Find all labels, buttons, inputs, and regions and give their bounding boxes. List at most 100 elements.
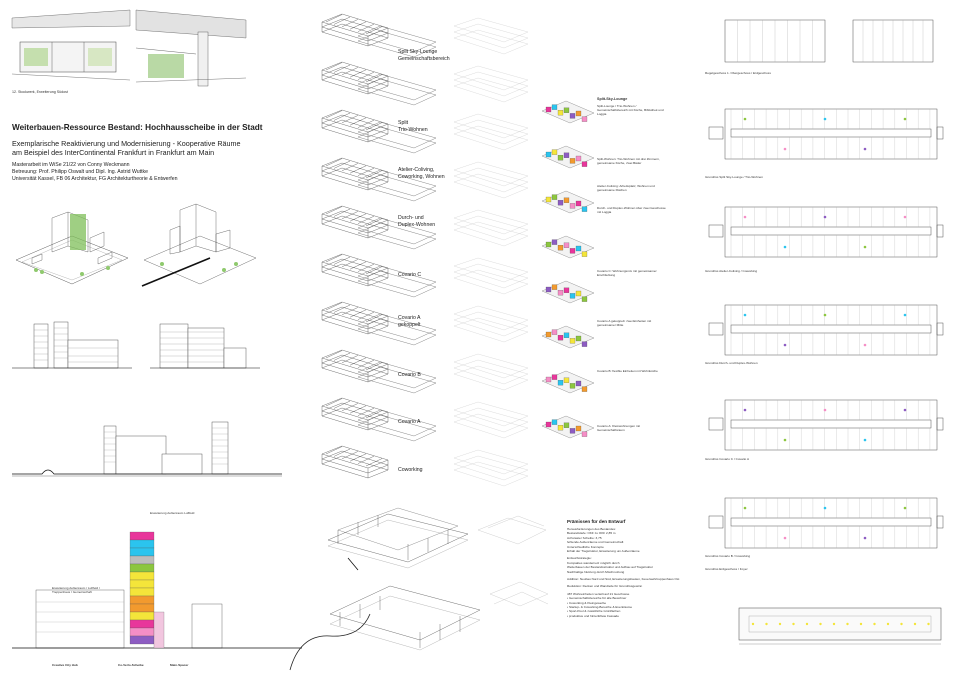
plan-marker [873,622,876,626]
plan-marker [913,622,917,626]
program-bar [129,587,155,597]
site-axonometric-existing [12,200,132,290]
site-section [12,418,282,480]
plan-marker [846,622,849,626]
principles-line: • produktive und hinterlüftete Fassade [567,613,619,618]
ghost-slab [453,257,529,295]
color-typology-axo [541,235,595,259]
meta-line-1: Masterarbeit im WiSe 21/22 von Conny Wec… [12,162,130,168]
ghost-slab [453,449,529,487]
structure-axonometric-bottom [289,574,550,674]
plan-marker [859,622,863,626]
principles-line: Kompaktes wandernetz möglich durch [567,560,620,565]
program-bar [129,579,155,589]
structure-axonometric-top [318,500,548,572]
typology-label-line1: Durch- und [398,215,424,221]
program-bar [129,619,155,629]
typology-slab-secondary [357,217,437,250]
typology-label-line2: Duplex-Wohnen [398,221,436,228]
typology-slab [321,349,389,383]
typology-slab [321,157,389,191]
principles-line: Achsraster Scheibe: 3,75 [567,535,602,540]
perspective-sketch-left [11,8,131,86]
ghost-slab [453,305,529,343]
typology-slab [321,109,389,143]
section-label-right: Main-Spacer [170,663,189,667]
typology-stack [318,13,538,504]
top-caption: 12. Stockwerk, Erweiterung Südost [12,90,68,94]
plan-caption: Grundriss Split Sky-Lounge / Trio-Wohnen [705,175,763,179]
principles-heading: Prämissen für den Entwurf [567,519,626,524]
typology-slab [321,301,389,335]
program-bar [129,555,155,565]
subtitle-line-1: Exemplarische Reaktivierung und Modernis… [12,139,241,148]
color-typology-axo [541,145,595,169]
principles-line: • Coworking & Kleingewerbe [567,600,607,605]
typology-label-line2: gekoppelt [398,321,421,328]
principles-line: Bestandstiefe: OKF zu OKF 2,85 m [567,531,616,536]
typology-slab [321,61,389,95]
plan-caption: Regelgeschoss 1. Obergeschoss / Erdgesch… [705,71,771,75]
typology-label-line1: Covario A [398,315,421,321]
color-typology-axo [541,100,595,124]
program-bar-title: Erweiterung Außenraum Luftfeld [150,511,195,515]
floor-plan [705,16,945,78]
ghost-slab [453,353,529,391]
principles-line: Nachhaltige Nutzung durch Mischnutzung [567,569,625,574]
ghost-typology-stack [448,14,534,504]
principles-line: Entwurfsstrategie: [567,556,592,561]
plan-marker [778,622,782,626]
typology-slab-secondary [357,73,437,106]
plan-marker [792,622,795,626]
bottom-long-plan [735,604,945,648]
typology-slab [321,253,389,287]
typology-description: Durch- und Duplex-Wohnen über zwei Gesch… [597,206,666,214]
plan-marker [832,622,836,626]
typology-slab [321,445,389,479]
typology-label-line2: Gemeinschaftsbereich [398,55,450,62]
color-typology-axo [541,190,595,214]
typology-label-line1: Split [398,120,409,126]
typology-label-line1: Covario B [398,372,421,378]
program-bar [129,539,155,549]
elevation-south [12,318,132,372]
section-label-left: Creative City Hub [52,663,78,667]
ghost-slab [453,209,529,247]
plan-caption: Grundriss Atelier-Coliving / Coworking [705,269,758,273]
plan-marker [765,622,768,626]
section-labels: Creative City Hub Co-Verlo-Scheibe Main-… [12,663,302,672]
program-bar [129,571,155,581]
plan-marker [886,622,890,626]
ghost-slab [453,161,529,199]
floor-plan [705,107,945,169]
color-typology-axo [541,280,595,304]
plan-marker [819,622,822,626]
typology-description: Covario A: Kleinwohnungen mit Gemeinscha… [597,424,640,432]
plan-caption: Grundriss Covario B / Coworking [705,554,751,558]
typology-label-line1: Atelier-Coliving, [398,167,435,173]
typology-slab-secondary [357,265,437,298]
typology-slab [321,397,389,431]
typology-label-line2: Coworking, Wohnen [398,173,445,180]
floor-plan [705,496,945,558]
page-title: Weiterbauen-Ressource Bestand: Hochhauss… [12,123,263,132]
color-axonometrics [540,95,596,455]
plan-marker [805,622,809,626]
principles-line: Herausforderungen des Bestandes: [567,527,616,531]
typology-slab-secondary [357,121,437,154]
plan-caption: Grundriss Covario C / Covario A [705,457,750,461]
typology-slab-secondary [357,25,437,58]
subtitle-line-2: am Beispiel des InterContinental Frankfu… [12,148,215,157]
principles-line: • Startup- & Coworking-Bereiche & Eventr… [567,605,633,609]
typology-slab-secondary [357,169,437,202]
typology-slab-secondary [357,409,437,442]
principles-line: fehlende Außenräume und Gemeinschaft [567,540,624,545]
program-section-note: Erweiterung Außenraum / Luftfeld / Trepp… [52,586,100,594]
typology-label-line1: Coworking [398,467,423,473]
principles-line: 487 Wohneinheiten verteilt auf 21 Gescho… [567,591,630,596]
description-column-heading: Split-Sky-Lounge [597,97,628,101]
principles-line: Addition: Neubau Nord und Süd, Erweiteru… [567,577,680,581]
ghost-slab [453,65,529,103]
site-axonometric-proposed [140,200,260,290]
typology-description: Covario A gekoppelt: zwei Einheiten mit … [597,319,652,327]
